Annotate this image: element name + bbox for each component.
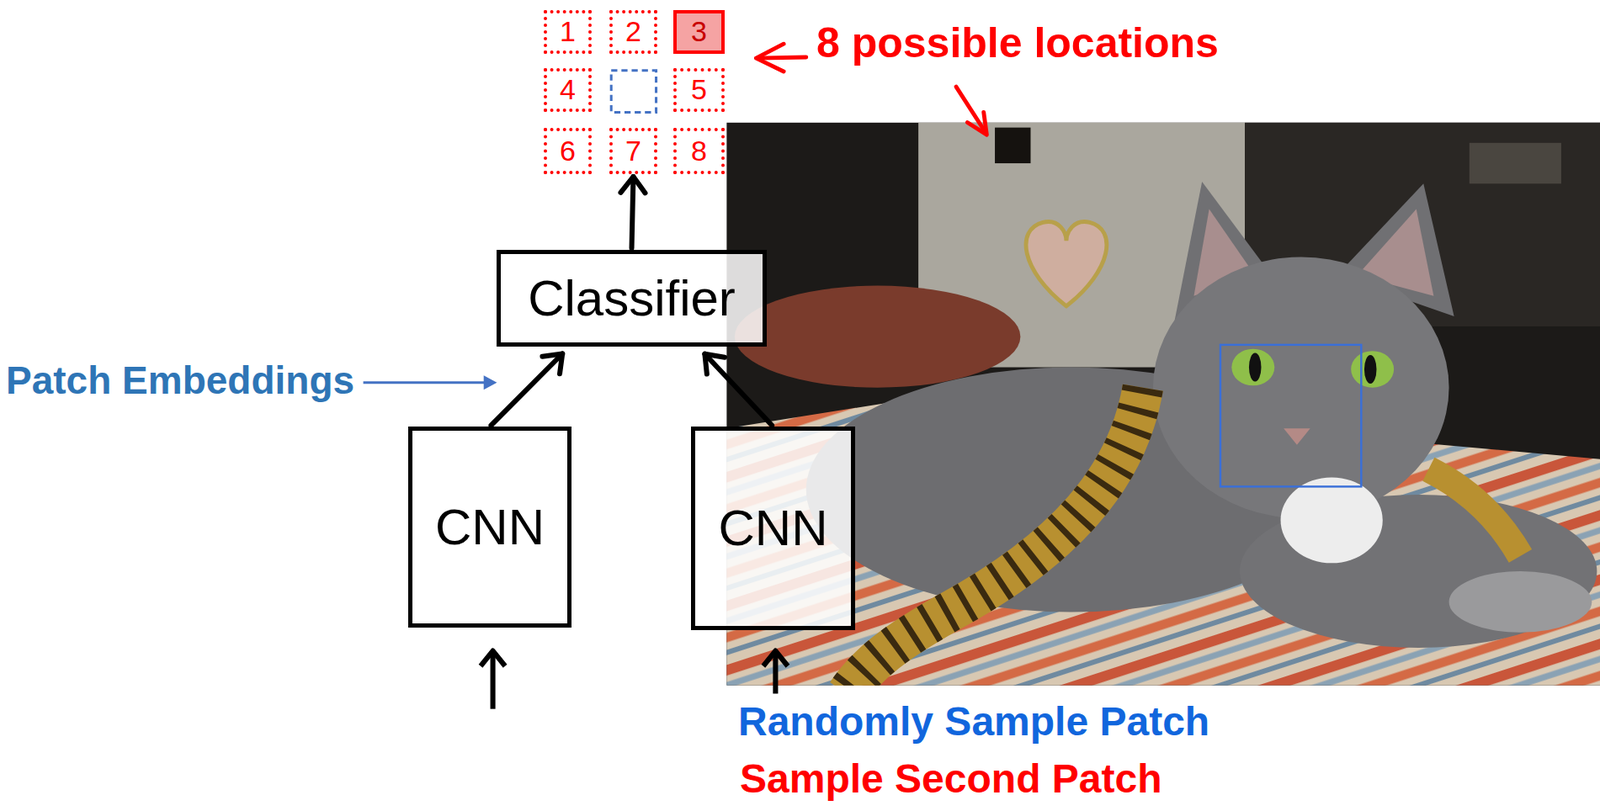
cnn-box: CNN [408, 426, 572, 628]
annotation-text: Randomly Sample Patch [738, 700, 1210, 745]
block-label: CNN [435, 499, 545, 556]
location-number: 3 [691, 15, 707, 48]
location-box: 2 [609, 10, 658, 54]
block-label: CNN [718, 500, 829, 557]
arrow-connector [704, 354, 772, 426]
location-box: 5 [673, 68, 725, 112]
anchor-patch [611, 70, 656, 113]
arrow-connector [620, 176, 645, 249]
location-box: 7 [609, 127, 658, 175]
embedding-pointer [363, 375, 498, 390]
location-number: 4 [559, 74, 576, 106]
arrow-connector [490, 354, 563, 426]
selected-location-box: 3 [673, 10, 725, 54]
annotation-text: Patch Embeddings [5, 359, 355, 403]
location-number: 5 [691, 74, 707, 106]
location-number: 1 [559, 15, 576, 48]
location-box: 6 [543, 127, 592, 175]
location-number: 7 [625, 135, 642, 167]
location-box: 8 [673, 127, 725, 175]
annotation-text: Sample Second Patch [739, 757, 1163, 803]
location-box: 1 [543, 10, 592, 54]
location-number: 8 [691, 135, 707, 167]
classifier-box: Classifier [496, 249, 767, 347]
cnn-box: CNN [691, 426, 856, 631]
location-box: 4 [543, 68, 592, 112]
annotation-text: 8 possible locations [816, 20, 1219, 67]
location-number: 6 [559, 135, 576, 167]
block-label: Classifier [527, 271, 736, 327]
location-number: 2 [625, 15, 642, 48]
